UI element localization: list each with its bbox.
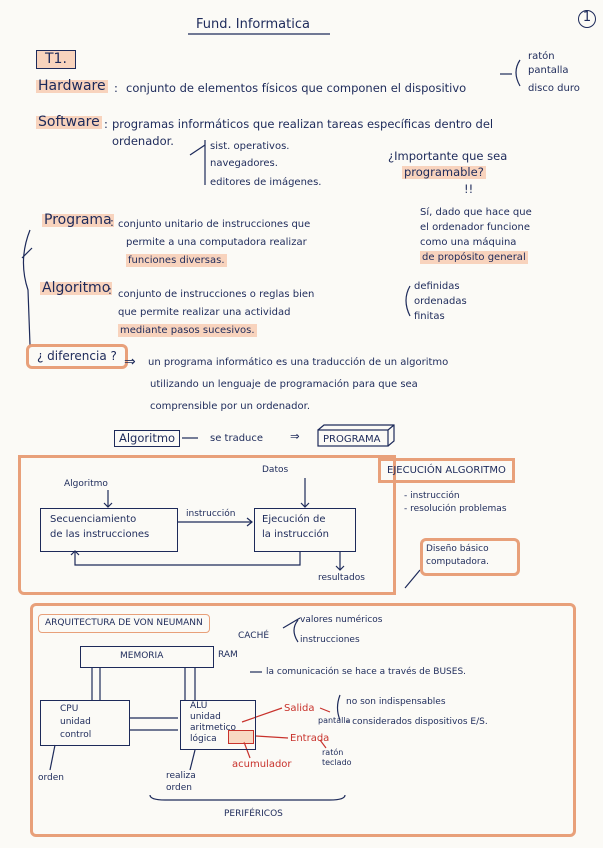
programa-definition: permite a una computadora realizar — [126, 237, 307, 248]
diferencia-text: comprensible por un ordenador. — [150, 401, 310, 412]
ejecucion-item: - resolución problemas — [404, 504, 507, 514]
algoritmo-property: ordenadas — [414, 296, 467, 307]
algoritmo-definition: mediante pasos sucesivos. — [118, 324, 257, 337]
ejecucion-item: - instrucción — [404, 491, 460, 501]
ejecucion-algoritmo: Algoritmo — [64, 479, 108, 489]
flow-arrow: ⇒ — [290, 429, 300, 443]
algoritmo-colon: : — [108, 283, 112, 297]
ejecucion-box-text: Ejecución de — [262, 514, 326, 525]
cpu-box — [40, 700, 130, 746]
cpu-text: control — [60, 730, 92, 740]
programa-definition: funciones diversas. — [126, 254, 227, 267]
software-example: editores de imágenes. — [210, 177, 322, 188]
diferencia-text: un programa informático es una traducció… — [148, 357, 449, 368]
alu-text: lógica — [190, 734, 217, 744]
programa-term: Programa — [42, 212, 114, 228]
software-answer: Sí, dado que hace que — [420, 207, 532, 218]
diferencia-arrow: ⇒ — [124, 354, 136, 370]
algoritmo-definition: que permite realizar una actividad — [118, 307, 291, 318]
memoria-box — [80, 646, 214, 668]
raton-label: ratón — [322, 748, 344, 757]
ejecucion-box — [254, 508, 356, 552]
software-definition: programas informáticos que realizan tare… — [112, 117, 494, 131]
valores-text: instrucciones — [300, 635, 360, 645]
software-answer: de propósito general — [420, 251, 528, 264]
memoria-label: MEMORIA — [120, 651, 164, 661]
hardware-term: Hardware — [36, 78, 108, 94]
software-term: Software — [36, 114, 102, 130]
secuenciamiento-text: Secuenciamiento — [50, 514, 137, 525]
ejecucion-section — [18, 455, 396, 595]
ejecucion-box-text: la instrucción — [262, 529, 330, 540]
programa-colon: : — [110, 215, 114, 229]
algoritmo-term: Algoritmo — [40, 280, 113, 296]
software-definition-cont: ordenador. — [112, 134, 174, 148]
von-neumann-section — [30, 603, 576, 837]
instruccion-label: instrucción — [186, 509, 236, 519]
cache-label: CACHÉ — [238, 631, 270, 641]
raton-label: teclado — [322, 758, 352, 767]
secuenciamiento-box — [40, 508, 178, 552]
von-neumann-title: ARQUITECTURA DE VON NEUMANN — [38, 614, 210, 633]
alu-text: unidad — [190, 712, 221, 722]
algoritmo-definition: conjunto de instrucciones o reglas bien — [118, 289, 315, 300]
page-title: Fund. Informatica — [196, 17, 310, 32]
perifericos-label: PERIFÉRICOS — [224, 809, 283, 819]
diseno-box — [420, 538, 520, 576]
no-indispensables: no son indispensables — [346, 697, 446, 707]
hardware-example: ratón — [528, 51, 555, 62]
software-question: ¿Importante que sea — [388, 149, 508, 163]
software-colon: : — [104, 117, 108, 131]
diferencia-text: utilizando un lenguaje de programación p… — [150, 379, 418, 390]
valores-text: valores numéricos — [300, 615, 383, 625]
resultados-label: resultados — [318, 573, 365, 583]
algoritmo-property: finitas — [414, 311, 445, 322]
diseno-text: computadora. — [426, 557, 489, 567]
diseno-text: Diseño básico — [426, 544, 489, 554]
acumulador-box — [228, 730, 254, 744]
salida-label: Salida — [284, 703, 315, 714]
diferencia-label: ¿ diferencia ? — [26, 344, 128, 369]
flow-to: PROGRAMA — [323, 434, 381, 445]
ejecucion-datos: Datos — [262, 465, 289, 475]
orden-label: orden — [38, 773, 65, 783]
secuenciamiento-text: de las instrucciones — [50, 529, 150, 540]
hardware-example: pantalla — [528, 65, 569, 76]
software-example: navegadores. — [210, 158, 278, 169]
hardware-definition: conjunto de elementos físicos que compon… — [126, 81, 467, 95]
software-answer: el ordenador funcione — [420, 222, 530, 233]
comunicacion-text: la comunicación se hace a través de BUSE… — [266, 667, 467, 677]
page-number: 1 — [578, 10, 596, 28]
software-example: sist. operativos. — [210, 141, 290, 152]
topic-label: T1. — [36, 50, 76, 69]
acumulador-label: acumulador — [232, 759, 292, 770]
ram-label: RAM — [218, 650, 238, 660]
entrada-label: Entrada — [290, 733, 330, 744]
software-answer: como una máquina — [420, 237, 517, 248]
alu-box — [180, 700, 256, 750]
realiza-label: orden — [166, 783, 193, 793]
hardware-example: disco duro — [528, 83, 580, 94]
flow-from: Algoritmo — [114, 430, 181, 447]
software-question-cont: programable? — [402, 165, 486, 179]
programa-definition: conjunto unitario de instrucciones que — [118, 219, 311, 230]
alu-text: aritmetico — [190, 723, 237, 733]
ejecucion-title: EJECUCIÓN ALGORITMO — [378, 458, 515, 483]
software-exclaim: !! — [464, 182, 474, 196]
hardware-colon: : — [114, 81, 118, 95]
algoritmo-property: definidas — [414, 281, 460, 292]
considerados-text: - considerados dispositivos E/S. — [346, 717, 488, 727]
cpu-text: CPU — [60, 704, 79, 714]
flow-middle: se traduce — [210, 433, 264, 444]
cpu-text: unidad — [60, 717, 91, 727]
alu-text: ALU — [190, 701, 208, 711]
realiza-label: realiza — [166, 771, 196, 781]
pantalla-label: pantalla — [318, 716, 351, 725]
